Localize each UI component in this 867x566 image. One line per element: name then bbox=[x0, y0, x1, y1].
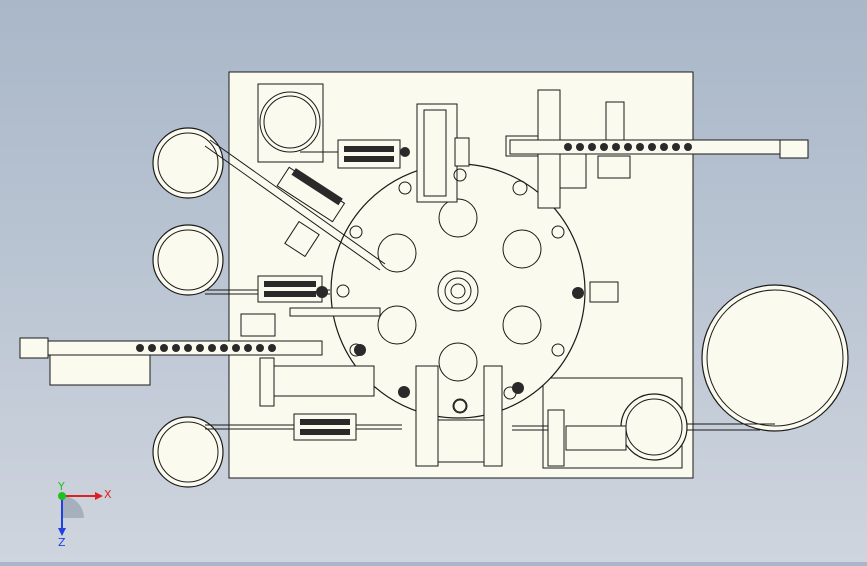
feeder-bowl-bottom-left bbox=[152, 416, 224, 488]
linear-feeder-middle-left bbox=[205, 275, 330, 303]
diagonal-feed-track bbox=[204, 139, 386, 271]
feeder-bowl-middle-left bbox=[152, 224, 224, 296]
station-right bbox=[572, 281, 619, 303]
feeder-bowl-top-left bbox=[152, 127, 224, 199]
station-lower-right-parts bbox=[512, 409, 627, 467]
conveyor-top-right bbox=[509, 101, 809, 179]
z-axis-label: Z bbox=[58, 536, 66, 549]
index-hub bbox=[437, 270, 479, 312]
station-bottom-center bbox=[398, 365, 524, 467]
rotary-index-table bbox=[330, 163, 586, 419]
conveyor-left bbox=[19, 337, 323, 386]
linear-feeder-top bbox=[300, 139, 401, 169]
feeder-bowl-small-right bbox=[620, 393, 688, 461]
servo-motor-top-left bbox=[257, 83, 324, 163]
x-axis-label: X bbox=[104, 488, 112, 501]
station-lower-left bbox=[240, 307, 381, 407]
station-top-center bbox=[400, 103, 470, 203]
feeder-bowl-large-right bbox=[701, 284, 849, 432]
y-axis-label: Y bbox=[57, 480, 65, 493]
coordinate-triad bbox=[58, 492, 103, 536]
linear-feeder-bottom-left bbox=[205, 413, 402, 441]
